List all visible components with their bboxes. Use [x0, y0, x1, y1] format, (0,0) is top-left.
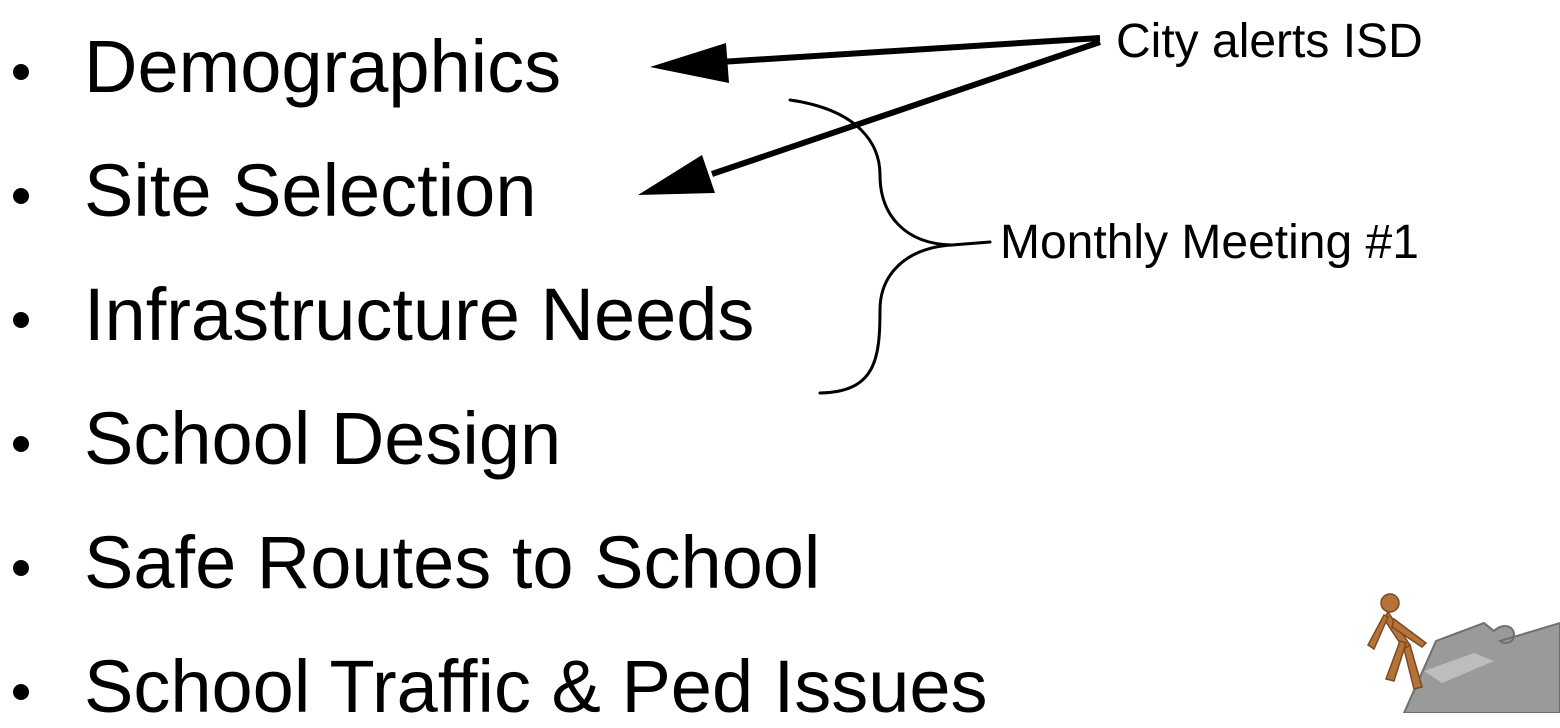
- bullet-text: School Design: [84, 397, 562, 480]
- arrow-to-site-selection: [638, 39, 1101, 195]
- curly-brace: [788, 98, 992, 395]
- bullet-text: Safe Routes to School: [84, 521, 821, 604]
- bullet-dot: [13, 684, 29, 700]
- bullet-text: Demographics: [84, 25, 562, 108]
- slide: Demographics Site Selection Infrastructu…: [13, 15, 1560, 724]
- bullet-text: Site Selection: [84, 149, 537, 232]
- arrow-to-demographics: [650, 35, 1101, 83]
- bullet-dot: [13, 188, 29, 204]
- annotation-monthly-meeting: Monthly Meeting #1: [1000, 216, 1419, 269]
- figure-pushing-puzzle-piece-icon: [1367, 593, 1560, 713]
- bullet-text: School Traffic & Ped Issues: [84, 645, 988, 728]
- bullet-dot: [13, 312, 29, 328]
- bullet-dot: [13, 64, 29, 80]
- bullet-dot: [13, 436, 29, 452]
- bullet-dot: [13, 560, 29, 576]
- bullet-text: Infrastructure Needs: [84, 273, 755, 356]
- annotation-city-alerts: City alerts ISD: [1116, 15, 1423, 68]
